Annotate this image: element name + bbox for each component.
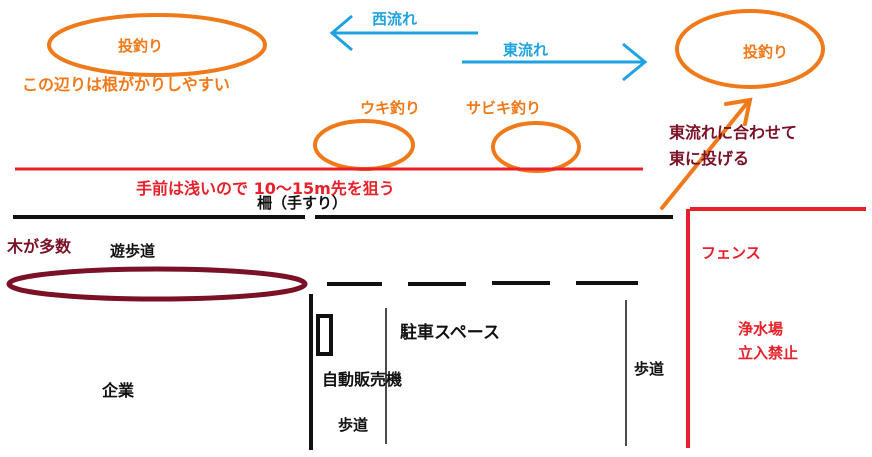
cast-zone-left: [47, 13, 267, 77]
sidewalk-right-label: 歩道: [634, 360, 665, 378]
promenade-label: 遊歩道: [110, 242, 156, 260]
company-label: 企業: [102, 381, 135, 400]
west-current-label: 西流れ: [372, 10, 418, 28]
cast-direction-arrow: [660, 97, 753, 210]
parking-edge-dashes: [327, 281, 638, 286]
fence-line: [686, 207, 866, 448]
east-current-label: 東流れ: [503, 41, 549, 59]
vending-machine-marker: [316, 314, 333, 356]
float-fishing-label: ウキ釣り: [360, 99, 421, 117]
sabiki-fishing-zone: [491, 121, 581, 173]
cast-label-right: 投釣り: [743, 43, 789, 61]
water-plant-line1: 浄水場: [738, 320, 784, 338]
sidewalk-center-label: 歩道: [338, 416, 369, 434]
snag-note: この辺りは根がかりしやすい: [22, 75, 230, 94]
east-current-arrow: [462, 42, 648, 82]
cast-label-left: 投釣り: [118, 37, 164, 55]
water-plant-line2: 立入禁止: [738, 344, 799, 362]
many-trees-label: 木が多数: [7, 237, 72, 256]
fence-label: フェンス: [701, 244, 761, 262]
west-current-arrow: [329, 14, 478, 52]
cast-zone-right: [675, 9, 825, 89]
shallow-note: 手前は浅いので 10～15m先を狙う: [136, 179, 395, 198]
east-tip-line1: 東流れに合わせて: [669, 123, 798, 142]
float-fishing-zone: [313, 119, 415, 171]
railing-label: 柵（手すり）: [255, 194, 350, 212]
east-tip-line2: 東に投げる: [669, 149, 750, 168]
sabiki-fishing-label: サビキ釣り: [466, 99, 542, 117]
parking-label: 駐車スペース: [400, 323, 500, 343]
vending-machine-label: 自動販売機: [322, 370, 403, 389]
trees-area: [6, 266, 308, 302]
